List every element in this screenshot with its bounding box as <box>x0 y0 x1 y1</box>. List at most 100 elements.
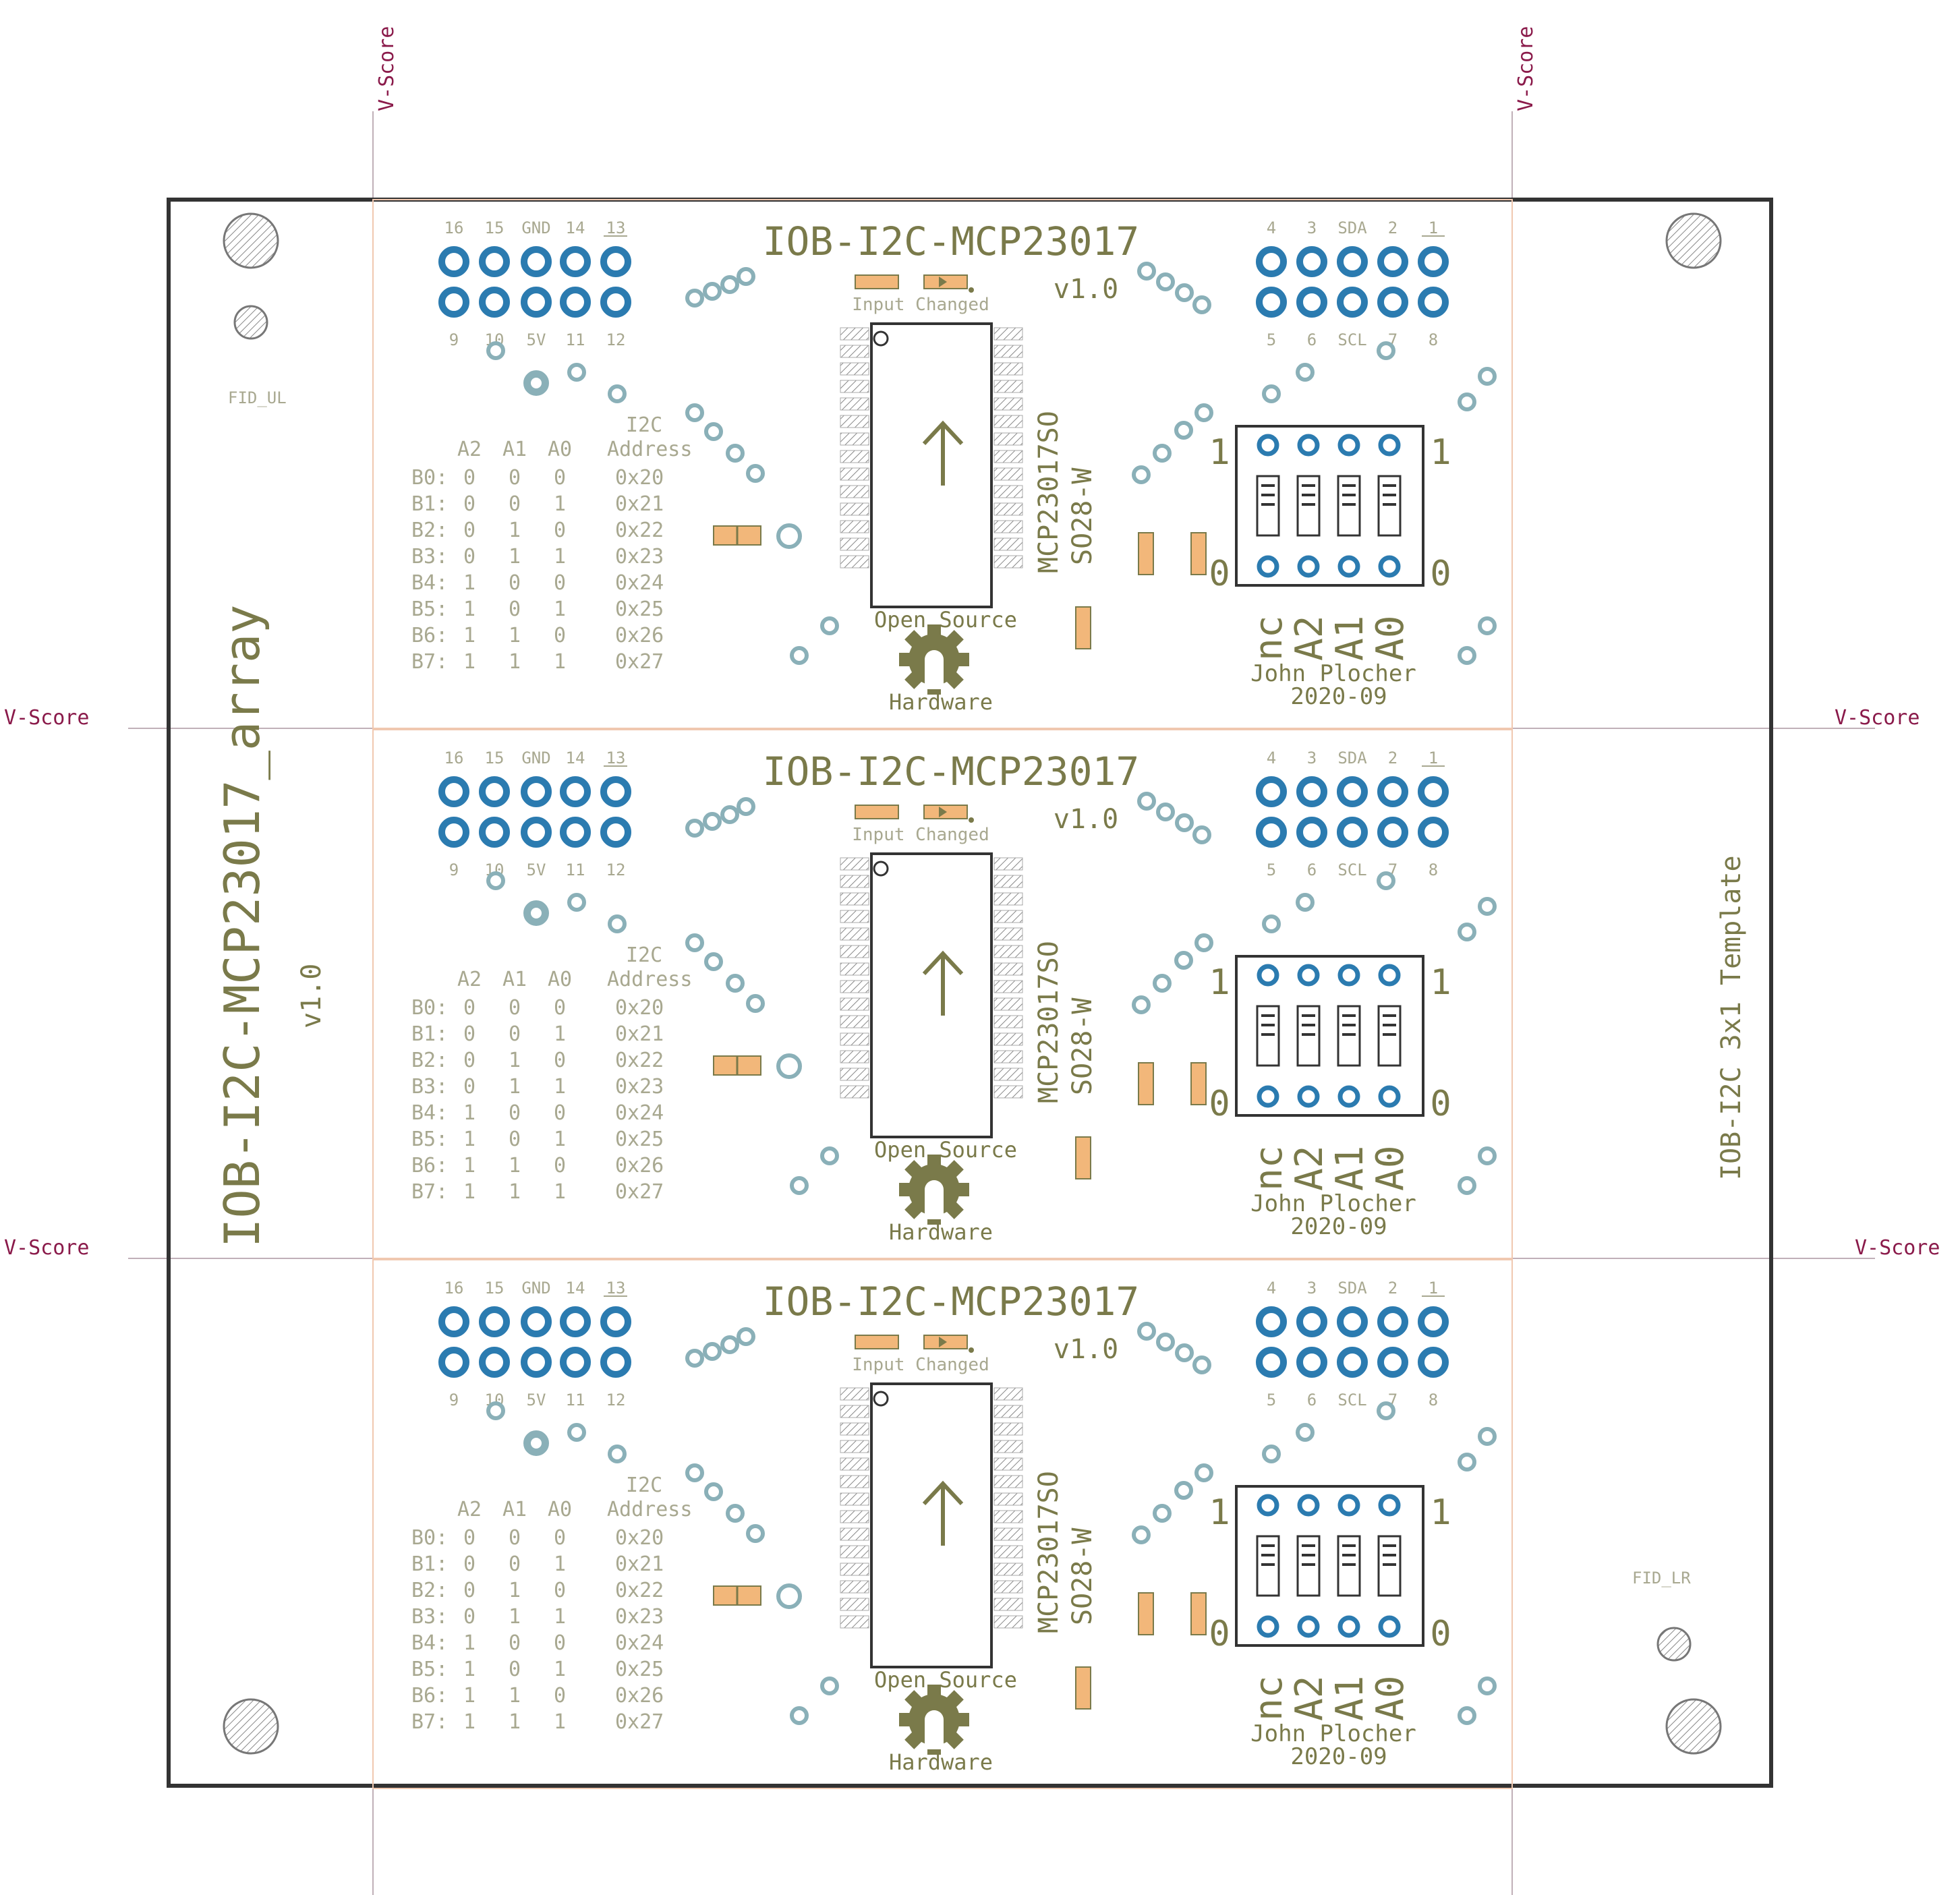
header-pin-label: 8 <box>1429 861 1438 879</box>
address-bit: 1 <box>554 1605 566 1629</box>
header-pad <box>521 817 552 848</box>
header-pad <box>521 1306 552 1337</box>
via <box>1296 1423 1315 1442</box>
via <box>703 282 722 301</box>
header-pad <box>1337 1347 1368 1378</box>
header-pin-label: 8 <box>1429 1391 1438 1409</box>
via <box>608 1445 627 1463</box>
module-title: IOB-I2C-MCP23017 <box>763 218 1140 264</box>
dip-position-label: A2 <box>1288 1146 1331 1191</box>
address-bit: 0 <box>463 466 475 490</box>
via <box>790 1176 809 1195</box>
header-pad <box>521 287 552 318</box>
address-column-header: A0 <box>548 438 572 461</box>
oshw-gear-icon <box>899 1685 969 1755</box>
header-pad <box>1377 817 1408 848</box>
chip-pad <box>993 1580 1023 1594</box>
header-pin-label: 11 <box>566 330 585 349</box>
chip-pad <box>993 345 1023 358</box>
module-title: IOB-I2C-MCP23017 <box>763 1279 1140 1324</box>
header-pad <box>600 1306 631 1337</box>
address-bit: 0 <box>463 519 475 542</box>
smd-resistor <box>1190 1592 1207 1635</box>
chip-pad <box>993 537 1023 551</box>
address-row-label: B2: <box>411 1579 448 1602</box>
header-pin-label: 5 <box>1267 861 1276 879</box>
via <box>1478 367 1497 386</box>
address-bit: 0 <box>554 1631 566 1655</box>
header-pin-label: 2 <box>1388 218 1397 237</box>
chip-pad <box>840 1032 869 1046</box>
chip-pad <box>993 945 1023 958</box>
via <box>1478 1146 1497 1165</box>
address-bit: 0 <box>463 1049 475 1072</box>
v-score-label: V-Score <box>4 1236 89 1260</box>
address-value: 0x26 <box>615 1684 664 1708</box>
header-pad <box>521 1347 552 1378</box>
via <box>685 1349 704 1368</box>
via <box>704 1482 723 1501</box>
chip-pad <box>840 537 869 551</box>
address-value: 0x24 <box>615 1631 664 1655</box>
dip-switch-lever <box>1256 475 1280 537</box>
via <box>720 1335 739 1354</box>
via <box>746 1524 765 1543</box>
via <box>685 819 704 838</box>
chip-pad <box>993 962 1023 976</box>
address-bit: 0 <box>463 545 475 568</box>
header-pad <box>1296 1347 1327 1378</box>
via <box>820 616 839 635</box>
via <box>746 994 765 1013</box>
address-column-header: A2 <box>457 438 482 461</box>
dip-switch-lever <box>1377 1535 1402 1597</box>
address-value: 0x24 <box>615 571 664 595</box>
address-bit: 1 <box>554 597 566 621</box>
header-pad <box>1337 246 1368 277</box>
via <box>486 1401 505 1420</box>
panel-template-label: IOB-I2C 3x1 Template <box>1716 855 1747 1180</box>
via <box>1137 792 1156 811</box>
header-pad <box>560 817 591 848</box>
header-pad <box>600 817 631 848</box>
panel-outline <box>167 198 1773 1788</box>
panel-text: IOB-I2C-MCP23017_array v1.0 IOB-I2C 3x1 … <box>214 388 1747 1587</box>
via <box>1458 923 1476 941</box>
via <box>1132 465 1151 484</box>
chip-pad <box>840 327 869 341</box>
address-row-label: B6: <box>411 1684 448 1708</box>
header-pad <box>1296 817 1327 848</box>
chip-pad <box>993 1492 1023 1506</box>
dip-label-zero: 0 <box>1209 1084 1230 1124</box>
chip-pad <box>840 1563 869 1576</box>
chip-pad <box>840 1492 869 1506</box>
address-bit: 1 <box>554 1075 566 1099</box>
header-pin-label: 6 <box>1307 1391 1317 1409</box>
header-pin-label: 16 <box>444 218 464 237</box>
v-score-label: V-Score <box>4 706 89 730</box>
dip-pad <box>1257 1615 1279 1638</box>
header-pad <box>1377 246 1408 277</box>
led-dot <box>969 287 974 293</box>
via <box>523 900 549 926</box>
chip-pad <box>993 997 1023 1011</box>
led-symbol <box>939 807 947 817</box>
via <box>685 933 704 952</box>
header-pin-label: GND <box>521 218 550 237</box>
header-pad <box>438 1306 469 1337</box>
address-row-label: B2: <box>411 1049 448 1072</box>
via <box>1194 933 1213 952</box>
dip-switch-lever <box>1256 1005 1280 1067</box>
address-bit: 1 <box>509 1180 521 1204</box>
header-pad <box>1418 1347 1449 1378</box>
via <box>776 1583 802 1609</box>
oshw-text-top: Open Source <box>874 607 1017 633</box>
dip-pad <box>1378 434 1401 457</box>
via <box>1377 1401 1395 1420</box>
address-bit: 0 <box>554 519 566 542</box>
module-version: v1.0 <box>1054 274 1118 305</box>
address-bit: 0 <box>554 1684 566 1708</box>
via <box>685 403 704 422</box>
address-bit: 0 <box>509 492 521 516</box>
address-row-label: B6: <box>411 624 448 647</box>
address-bit: 1 <box>463 1710 475 1734</box>
